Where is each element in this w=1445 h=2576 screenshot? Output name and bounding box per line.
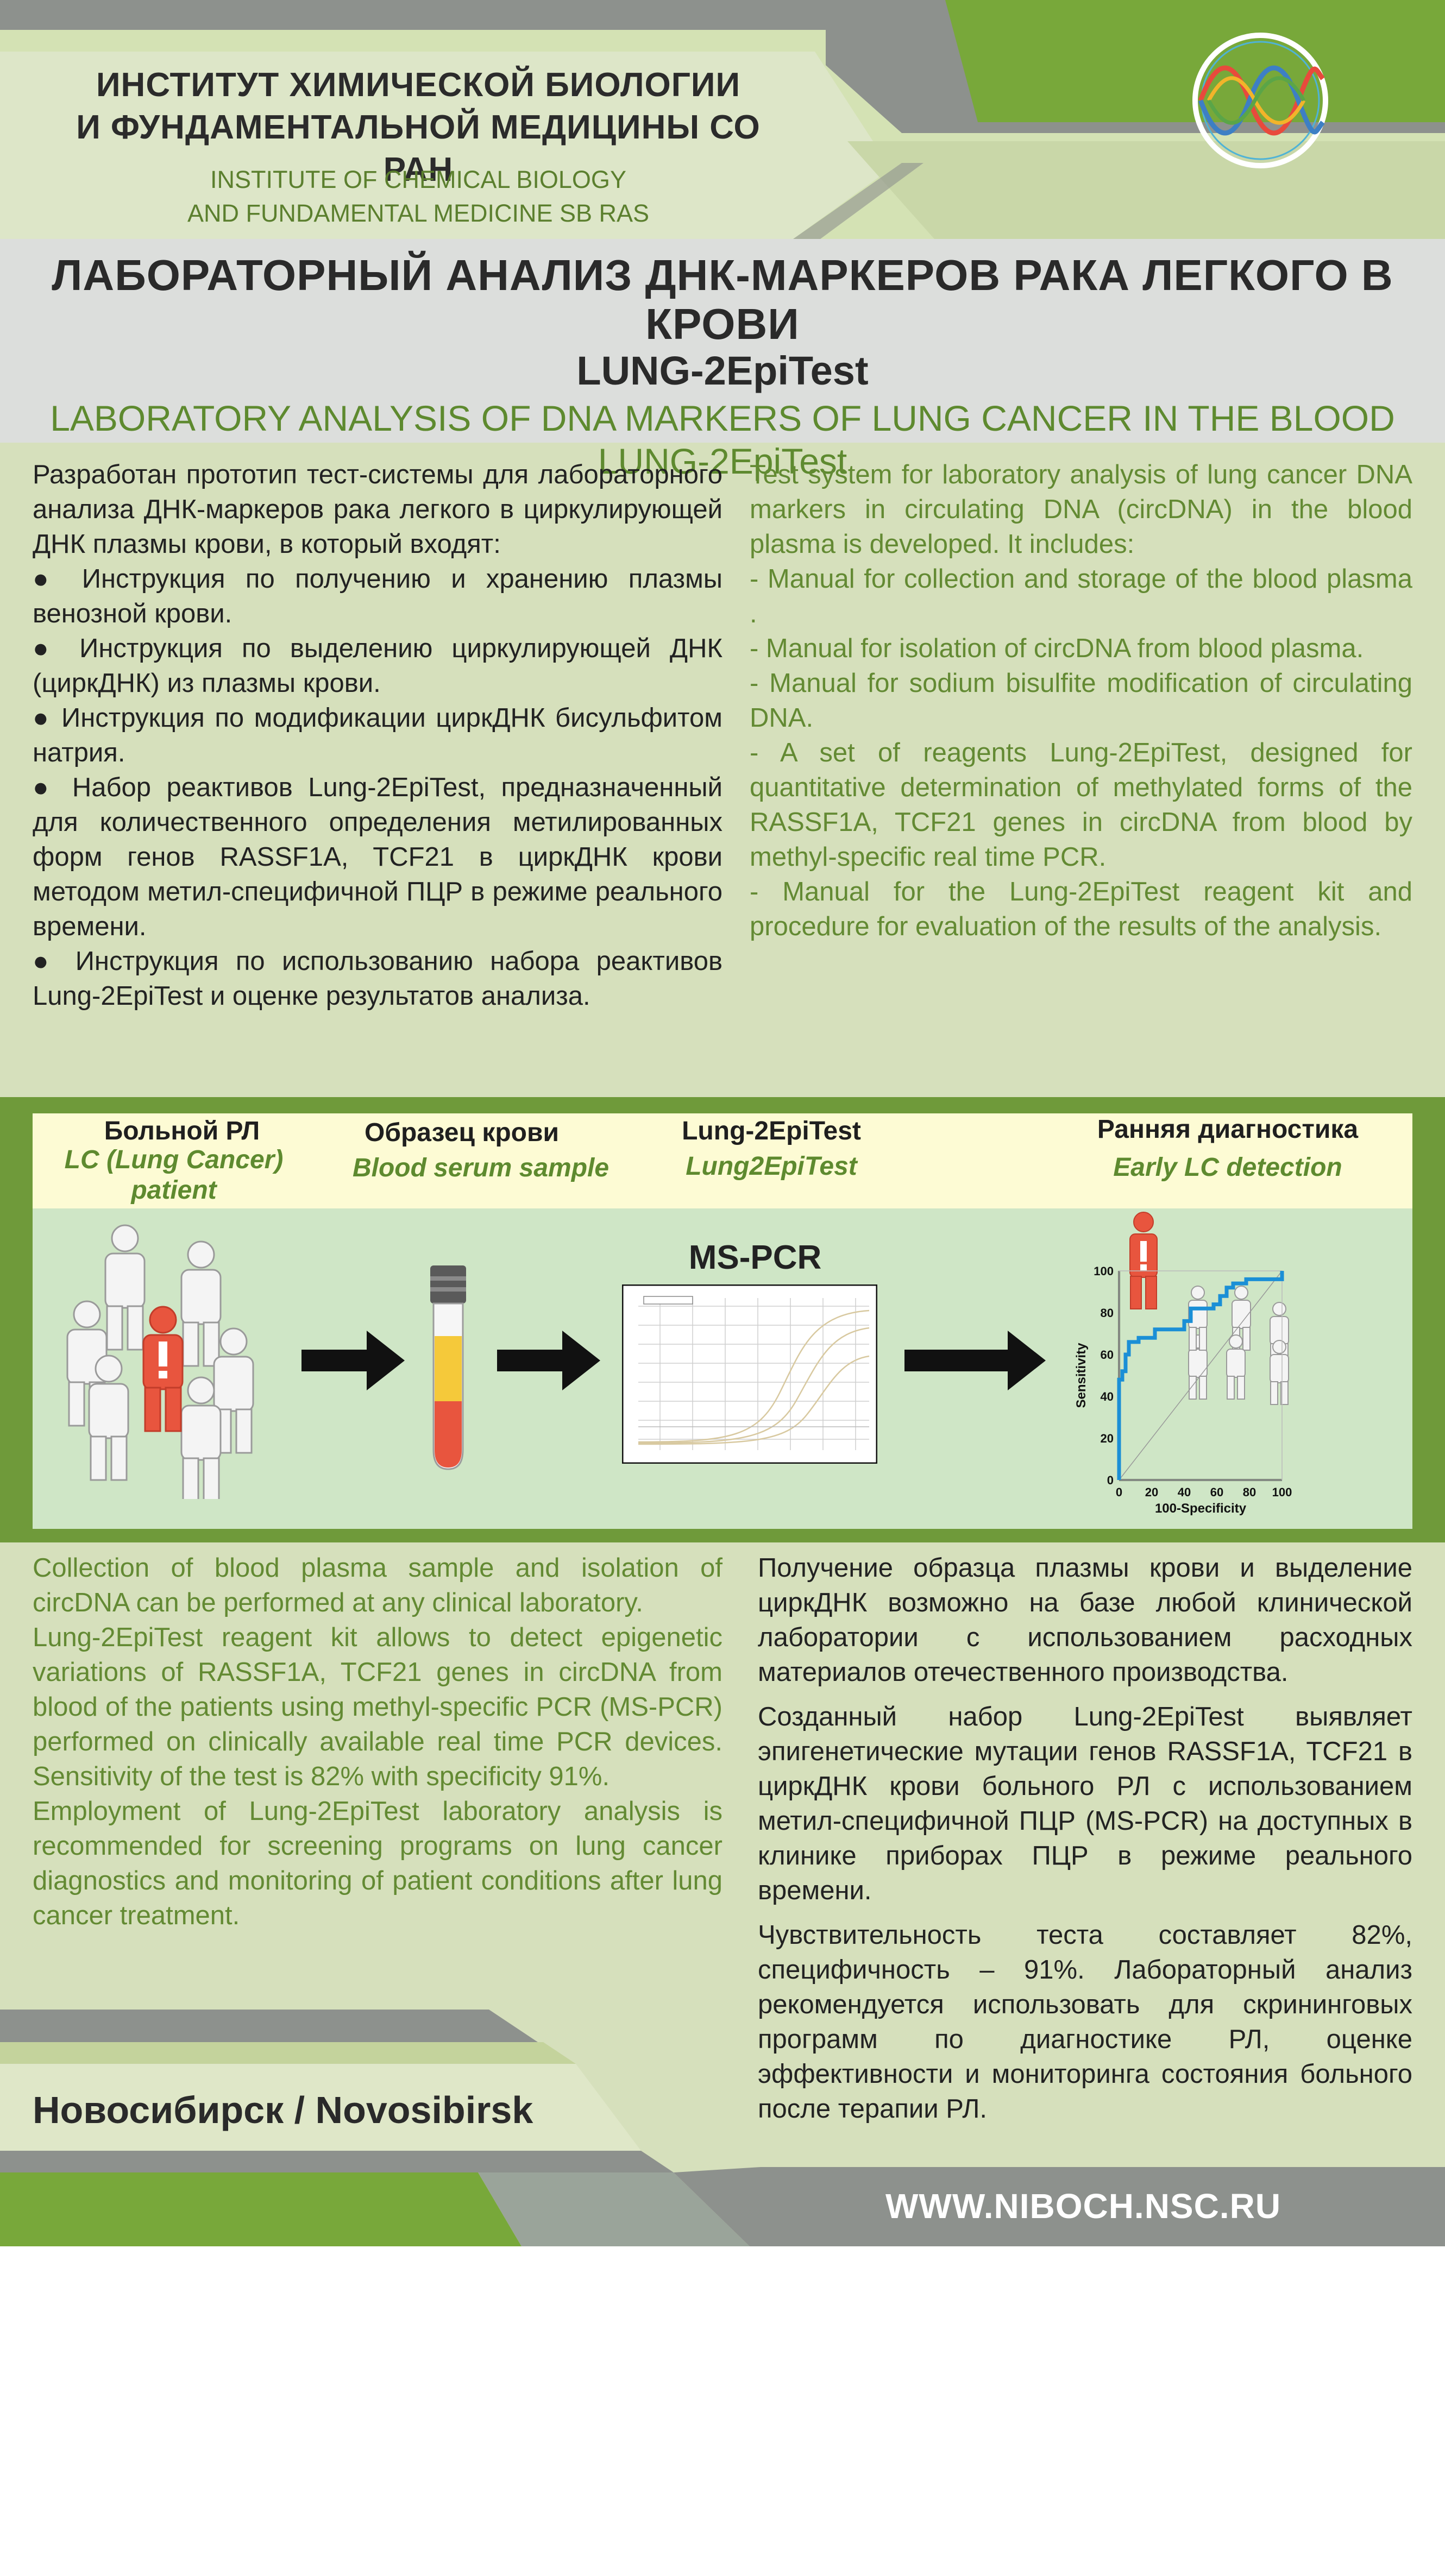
bullet-icon: ● <box>33 564 82 594</box>
roc-y-tick-label: 80 <box>1101 1306 1114 1320</box>
roc-y-tick-label: 60 <box>1101 1348 1114 1362</box>
ms-pcr-label: MS-PCR <box>688 1239 822 1276</box>
title-ru-line2: LUNG-2EpiTest <box>576 348 869 393</box>
summary-ru-paragraph: Чувствительность теста составляет 82%, с… <box>758 1920 1412 2124</box>
website-link[interactable]: WWW.NIBOCH.NSC.RU <box>885 2187 1281 2226</box>
roc-x-axis-label: 100-Specificity <box>1155 1501 1247 1516</box>
infographic-captions-band <box>33 1113 1412 1208</box>
healthy-people-group-icon <box>1129 1212 1289 1405</box>
roc-x-tick-label: 0 <box>1116 1485 1122 1499</box>
roc-axes <box>1118 1270 1283 1481</box>
summary-ru-paragraph: Созданный набор Lung-2EpiTest выявляет э… <box>758 1702 1412 1905</box>
summary-en-column: Collection of blood plasma sample and is… <box>33 1551 722 1933</box>
patient-caption-ru: Больной РЛ <box>104 1117 260 1145</box>
bullet-icon: ● <box>33 947 76 976</box>
intro-ru-item: ● Инструкция по модификации циркДНК бису… <box>33 703 722 767</box>
diagnosis-caption-ru: Ранняя диагностика <box>1097 1115 1359 1144</box>
intro-en-item: - Manual for collection and storage of t… <box>750 564 1412 628</box>
blood-tube-icon <box>430 1265 466 1470</box>
summary-en-paragraph: Lung-2EpiTest reagent kit allows to dete… <box>33 1623 722 1791</box>
roc-y-tick-label: 40 <box>1101 1390 1114 1403</box>
roc-frame <box>1119 1270 1283 1481</box>
intro-ru-column: Разработан прототип тест-системы для лаб… <box>33 457 722 1013</box>
intro-ru-item: ● Инструкция по получению и хранению пла… <box>33 564 722 628</box>
institute-en-line1: INSTITUTE OF CHEMICAL BIOLOGY <box>210 166 626 193</box>
summary-ru-paragraph: Получение образца плазмы крови и выделен… <box>758 1553 1412 1687</box>
summary-en-paragraph: Employment of Lung-2EpiTest laboratory a… <box>33 1797 722 1930</box>
intro-ru-item: ● Набор реактивов Lung-2EpiTest, предназ… <box>33 773 722 941</box>
institute-name-en: INSTITUTE OF CHEMICAL BIOLOGY AND FUNDAM… <box>103 163 733 230</box>
roc-y-tick-label: 20 <box>1101 1432 1114 1445</box>
roc-y-tick-label: 100 <box>1094 1264 1114 1278</box>
title-en-line2: LUNG-2EpiTest <box>598 441 847 481</box>
sample-caption-ru: Образец крови <box>364 1118 560 1147</box>
intro-en-item: - Manual for sodium bisulfite modificati… <box>750 669 1412 733</box>
diagnosis-caption-en: Early LC detection <box>1113 1153 1342 1182</box>
bullet-icon: ● <box>33 634 80 663</box>
city-label: Новосибирск / Novosibirsk <box>33 2089 533 2131</box>
title-band: ЛАБОРАТОРНЫЙ АНАЛИЗ ДНК-МАРКЕРОВ РАКА ЛЕ… <box>0 239 1445 481</box>
roc-x-tick-label: 20 <box>1145 1485 1158 1499</box>
alert-mark <box>1140 1241 1147 1262</box>
intro-ru-lead: Разработан прототип тест-системы для лаб… <box>33 460 722 559</box>
roc-y-axis-label: Sensitivity <box>1074 1343 1089 1408</box>
roc-x-tick-label: 80 <box>1243 1485 1256 1499</box>
alert-mark <box>1140 1264 1147 1270</box>
intro-en-item: - Manual for the Lung-2EpiTest reagent k… <box>750 877 1412 941</box>
bullet-icon: ● <box>33 773 72 802</box>
roc-x-tick-label: 60 <box>1210 1485 1223 1499</box>
person-icon <box>1226 1334 1246 1400</box>
patient-caption-en: LC (Lung Cancer) patient <box>64 1145 284 1205</box>
alert-mark <box>159 1341 167 1366</box>
roc-chart: 0 20 40 60 80 100 0 20 40 60 80 100 100-Specificity… <box>1074 1212 1292 1516</box>
intro-en-column: Test system for laboratory analysis of l… <box>750 457 1412 944</box>
institute-en-line2: AND FUNDAMENTAL MEDICINE SB RAS <box>187 199 650 227</box>
poster: ИНСТИТУТ ХИМИЧЕСКОЙ БИОЛОГИИ И ФУНДАМЕНТ… <box>0 0 1445 2246</box>
roc-y-tick-label: 0 <box>1107 1473 1114 1487</box>
arrow-right-icon <box>301 1331 405 1390</box>
institute-name-ru: ИНСТИТУТ ХИМИЧЕСКОЙ БИОЛОГИИ И ФУНДАМЕНТ… <box>49 64 788 191</box>
bullet-icon: ● <box>33 703 62 733</box>
intro-ru-item: ● Инструкция по выделению циркулирующей … <box>33 634 723 698</box>
intro-ru-item: ● Инструкция по использованию набора реа… <box>33 947 722 1011</box>
intro-en-item: - A set of reagents Lung-2EpiTest, desig… <box>750 738 1412 872</box>
intro-en-lead: Test system for laboratory analysis of l… <box>750 460 1412 559</box>
patients-group-icon <box>66 1224 254 1499</box>
summary-en-paragraph: Collection of blood plasma sample and is… <box>33 1553 722 1617</box>
institute-ru-line2: И ФУНДАМЕНТАЛЬНОЙ МЕДИЦИНЫ СО РАН <box>76 109 761 188</box>
summary-ru-column: Получение образца плазмы крови и выделен… <box>758 1551 1412 2126</box>
pcr-amplification-plot <box>622 1284 877 1464</box>
roc-curve <box>1117 1271 1284 1480</box>
arrow-right-icon <box>497 1331 600 1390</box>
institute-ru-line1: ИНСТИТУТ ХИМИЧЕСКОЙ БИОЛОГИИ <box>96 66 741 104</box>
title-ru-line1: ЛАБОРАТОРНЫЙ АНАЛИЗ ДНК-МАРКЕРОВ РАКА ЛЕ… <box>52 251 1393 348</box>
dna-logo-icon <box>1192 33 1328 168</box>
roc-tick-labels: 0 20 40 60 80 100 0 20 40 60 80 100 <box>1094 1264 1292 1499</box>
roc-diagonal <box>1119 1270 1283 1481</box>
person-icon <box>1270 1340 1289 1405</box>
roc-x-tick-label: 40 <box>1178 1485 1191 1499</box>
test-caption-en: Lung2EpiTest <box>686 1152 857 1181</box>
title-en-line1: LABORATORY ANALYSIS OF DNA MARKERS OF LU… <box>50 398 1395 438</box>
roc-series-line <box>1117 1271 1284 1480</box>
sample-caption-en: Blood serum sample <box>352 1154 610 1182</box>
roc-x-tick-label: 100 <box>1272 1485 1292 1499</box>
background-shapes <box>0 0 1445 2246</box>
intro-en-item: - Manual for isolation of circDNA from b… <box>750 634 1364 663</box>
arrow-right-icon <box>904 1331 1046 1390</box>
test-caption-ru: Lung-2EpiTest <box>682 1117 861 1145</box>
